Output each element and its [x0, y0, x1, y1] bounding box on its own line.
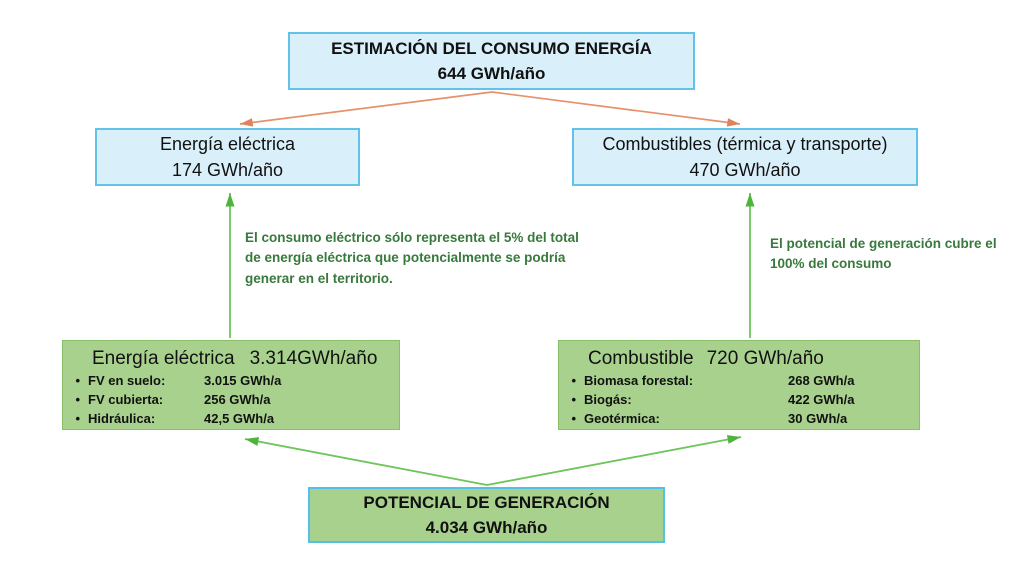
arrow-generation-to-fuel-potential	[486, 435, 742, 486]
generation-potential-box: POTENCIAL DE GENERACIÓN 4.034 GWh/año	[308, 487, 665, 543]
electricity-title: Energía eléctrica	[159, 133, 296, 154]
item-label: Biomasa forestal:	[584, 373, 694, 388]
list-item: • Geotérmica: 30 GWh/a	[559, 409, 919, 428]
bullet-icon: •	[75, 373, 80, 388]
consumption-value: 644 GWh/año	[437, 64, 546, 83]
generation-value: 4.034 GWh/año	[425, 518, 548, 537]
arrow-generation-to-electric-potential	[244, 437, 488, 486]
fuel-potential-title-row: Combustible 720 GWh/año	[559, 346, 919, 371]
consumption-estimate-box: ESTIMACIÓN DEL CONSUMO ENERGÍA 644 GWh/a…	[288, 32, 695, 90]
generation-title: POTENCIAL DE GENERACIÓN	[363, 492, 610, 512]
fuel-potential-total: 720 GWh/año	[706, 348, 824, 369]
fuels-consumption-box: Combustibles (térmica y transporte) 470 …	[572, 128, 918, 186]
fuels-title: Combustibles (térmica y transporte)	[602, 133, 888, 154]
item-value: 3.015 GWh/a	[204, 373, 282, 388]
fuels-value: 470 GWh/año	[689, 160, 801, 180]
list-item: • FV en suelo: 3.015 GWh/a	[63, 371, 399, 390]
arrow-consumption-to-fuels	[491, 91, 741, 127]
item-label: FV cubierta:	[88, 392, 164, 407]
list-item: • Hidráulica: 42,5 GWh/a	[63, 409, 399, 428]
item-label: Hidráulica:	[88, 411, 156, 426]
bullet-icon: •	[571, 392, 576, 407]
item-value: 30 GWh/a	[788, 411, 848, 426]
list-item: • Biomasa forestal: 268 GWh/a	[559, 371, 919, 390]
item-value: 268 GWh/a	[788, 373, 855, 388]
consumption-title: ESTIMACIÓN DEL CONSUMO ENERGÍA	[331, 38, 652, 58]
electricity-consumption-box: Energía eléctrica 174 GWh/año	[95, 128, 360, 186]
electric-potential-box: Energía eléctrica 3.314GWh/año • FV en s…	[62, 340, 400, 430]
item-value: 256 GWh/a	[204, 392, 271, 407]
item-label: FV en suelo:	[88, 373, 166, 388]
electric-potential-total: 3.314GWh/año	[249, 348, 378, 369]
bullet-icon: •	[571, 411, 576, 426]
item-label: Biogás:	[584, 392, 632, 407]
item-value: 42,5 GWh/a	[204, 411, 275, 426]
fuel-potential-box: Combustible 720 GWh/año • Biomasa forest…	[558, 340, 920, 430]
fuel-potential-title: Combustible	[588, 348, 694, 369]
electric-potential-title: Energía eléctrica	[92, 348, 235, 369]
item-value: 422 GWh/a	[788, 392, 855, 407]
electric-potential-title-row: Energía eléctrica 3.314GWh/año	[63, 346, 399, 371]
electricity-value: 174 GWh/año	[171, 160, 284, 180]
list-item: • Biogás: 422 GWh/a	[559, 390, 919, 409]
fuels-note: El potencial de generación cubre el 100%…	[770, 236, 997, 272]
bullet-icon: •	[571, 373, 576, 388]
item-label: Geotérmica:	[584, 411, 660, 426]
arrow-consumption-to-electricity	[239, 91, 493, 127]
bullet-icon: •	[75, 392, 80, 407]
bullet-icon: •	[75, 411, 80, 426]
electricity-note: El consumo eléctrico sólo representa el …	[245, 230, 579, 286]
list-item: • FV cubierta: 256 GWh/a	[63, 390, 399, 409]
